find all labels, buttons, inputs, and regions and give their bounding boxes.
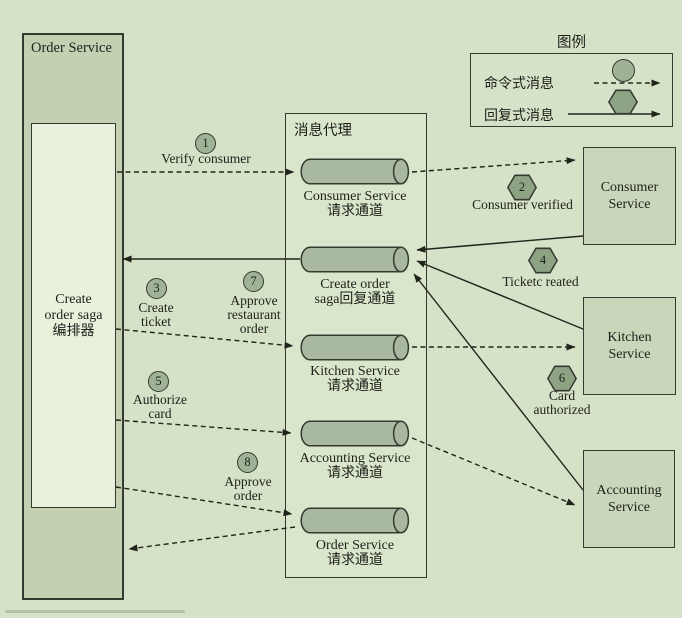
channel-cylinder-icon	[300, 158, 410, 185]
orchestrator-label-line: 编排器	[52, 323, 95, 339]
channel-label-order-request: Order Service 请求通道	[315, 538, 395, 568]
arrow-order-channel-to-service	[128, 526, 296, 552]
step-label-3: Create ticket	[138, 300, 174, 329]
legend-command-label: 命令式消息	[484, 77, 554, 92]
step-marker-5: 5	[148, 371, 169, 392]
step-label-1: Verify consumer	[161, 151, 251, 166]
orchestrator-label-line: Create	[55, 291, 92, 307]
legend-title: 图例	[557, 35, 586, 51]
page-artifact	[5, 610, 185, 613]
step-marker-8: 8	[237, 452, 258, 473]
channel-cylinder-icon	[300, 246, 410, 273]
step-label-6: Card authorized	[533, 388, 591, 417]
step-marker-7: 7	[243, 271, 264, 292]
legend-hexagon-marker-icon	[608, 89, 638, 115]
legend-reply-label: 回复式消息	[484, 109, 554, 124]
orchestrator-label-line: order saga	[44, 307, 103, 323]
consumer-service-box: Consumer Service	[583, 147, 676, 245]
step-marker-1: 1	[195, 133, 216, 154]
arrow-consumer-channel-to-service	[411, 157, 576, 173]
channel-label-saga-reply: Create order saga回复通道	[314, 277, 396, 307]
order-service-title: Order Service	[31, 40, 112, 56]
kitchen-service-box: Kitchen Service	[583, 297, 676, 395]
legend-box	[470, 53, 673, 127]
saga-orchestrator-panel: Create order saga 编排器	[31, 123, 116, 508]
arrow-consumer-reply	[416, 235, 584, 253]
channel-cylinder-icon	[300, 334, 410, 361]
arrow-kitchen-reply	[416, 260, 584, 330]
step-label-2: Consumer verified	[472, 197, 573, 212]
step-marker-4: 4	[528, 247, 558, 274]
accounting-service-box: Accounting Service	[583, 450, 675, 548]
legend-circle-marker-icon	[612, 59, 635, 82]
step-marker-3: 3	[146, 278, 167, 299]
channel-cylinder-icon	[300, 420, 410, 447]
channel-label-consumer-request: Consumer Service 请求通道	[303, 189, 407, 219]
channel-label-kitchen-request: Kitchen Service 请求通道	[310, 364, 400, 394]
message-broker-title: 消息代理	[294, 123, 352, 139]
channel-label-accounting-request: Accounting Service 请求通道	[299, 451, 411, 481]
step-marker-2: 2	[507, 174, 537, 201]
step-label-4: Ticketc reated	[502, 274, 579, 289]
channel-cylinder-icon	[300, 507, 410, 534]
step-label-8: Approve order	[224, 474, 272, 503]
arrow-authorize-card	[115, 419, 292, 436]
arrow-accounting-channel-to-service	[411, 437, 576, 506]
step-label-5: Authorize card	[133, 392, 187, 421]
